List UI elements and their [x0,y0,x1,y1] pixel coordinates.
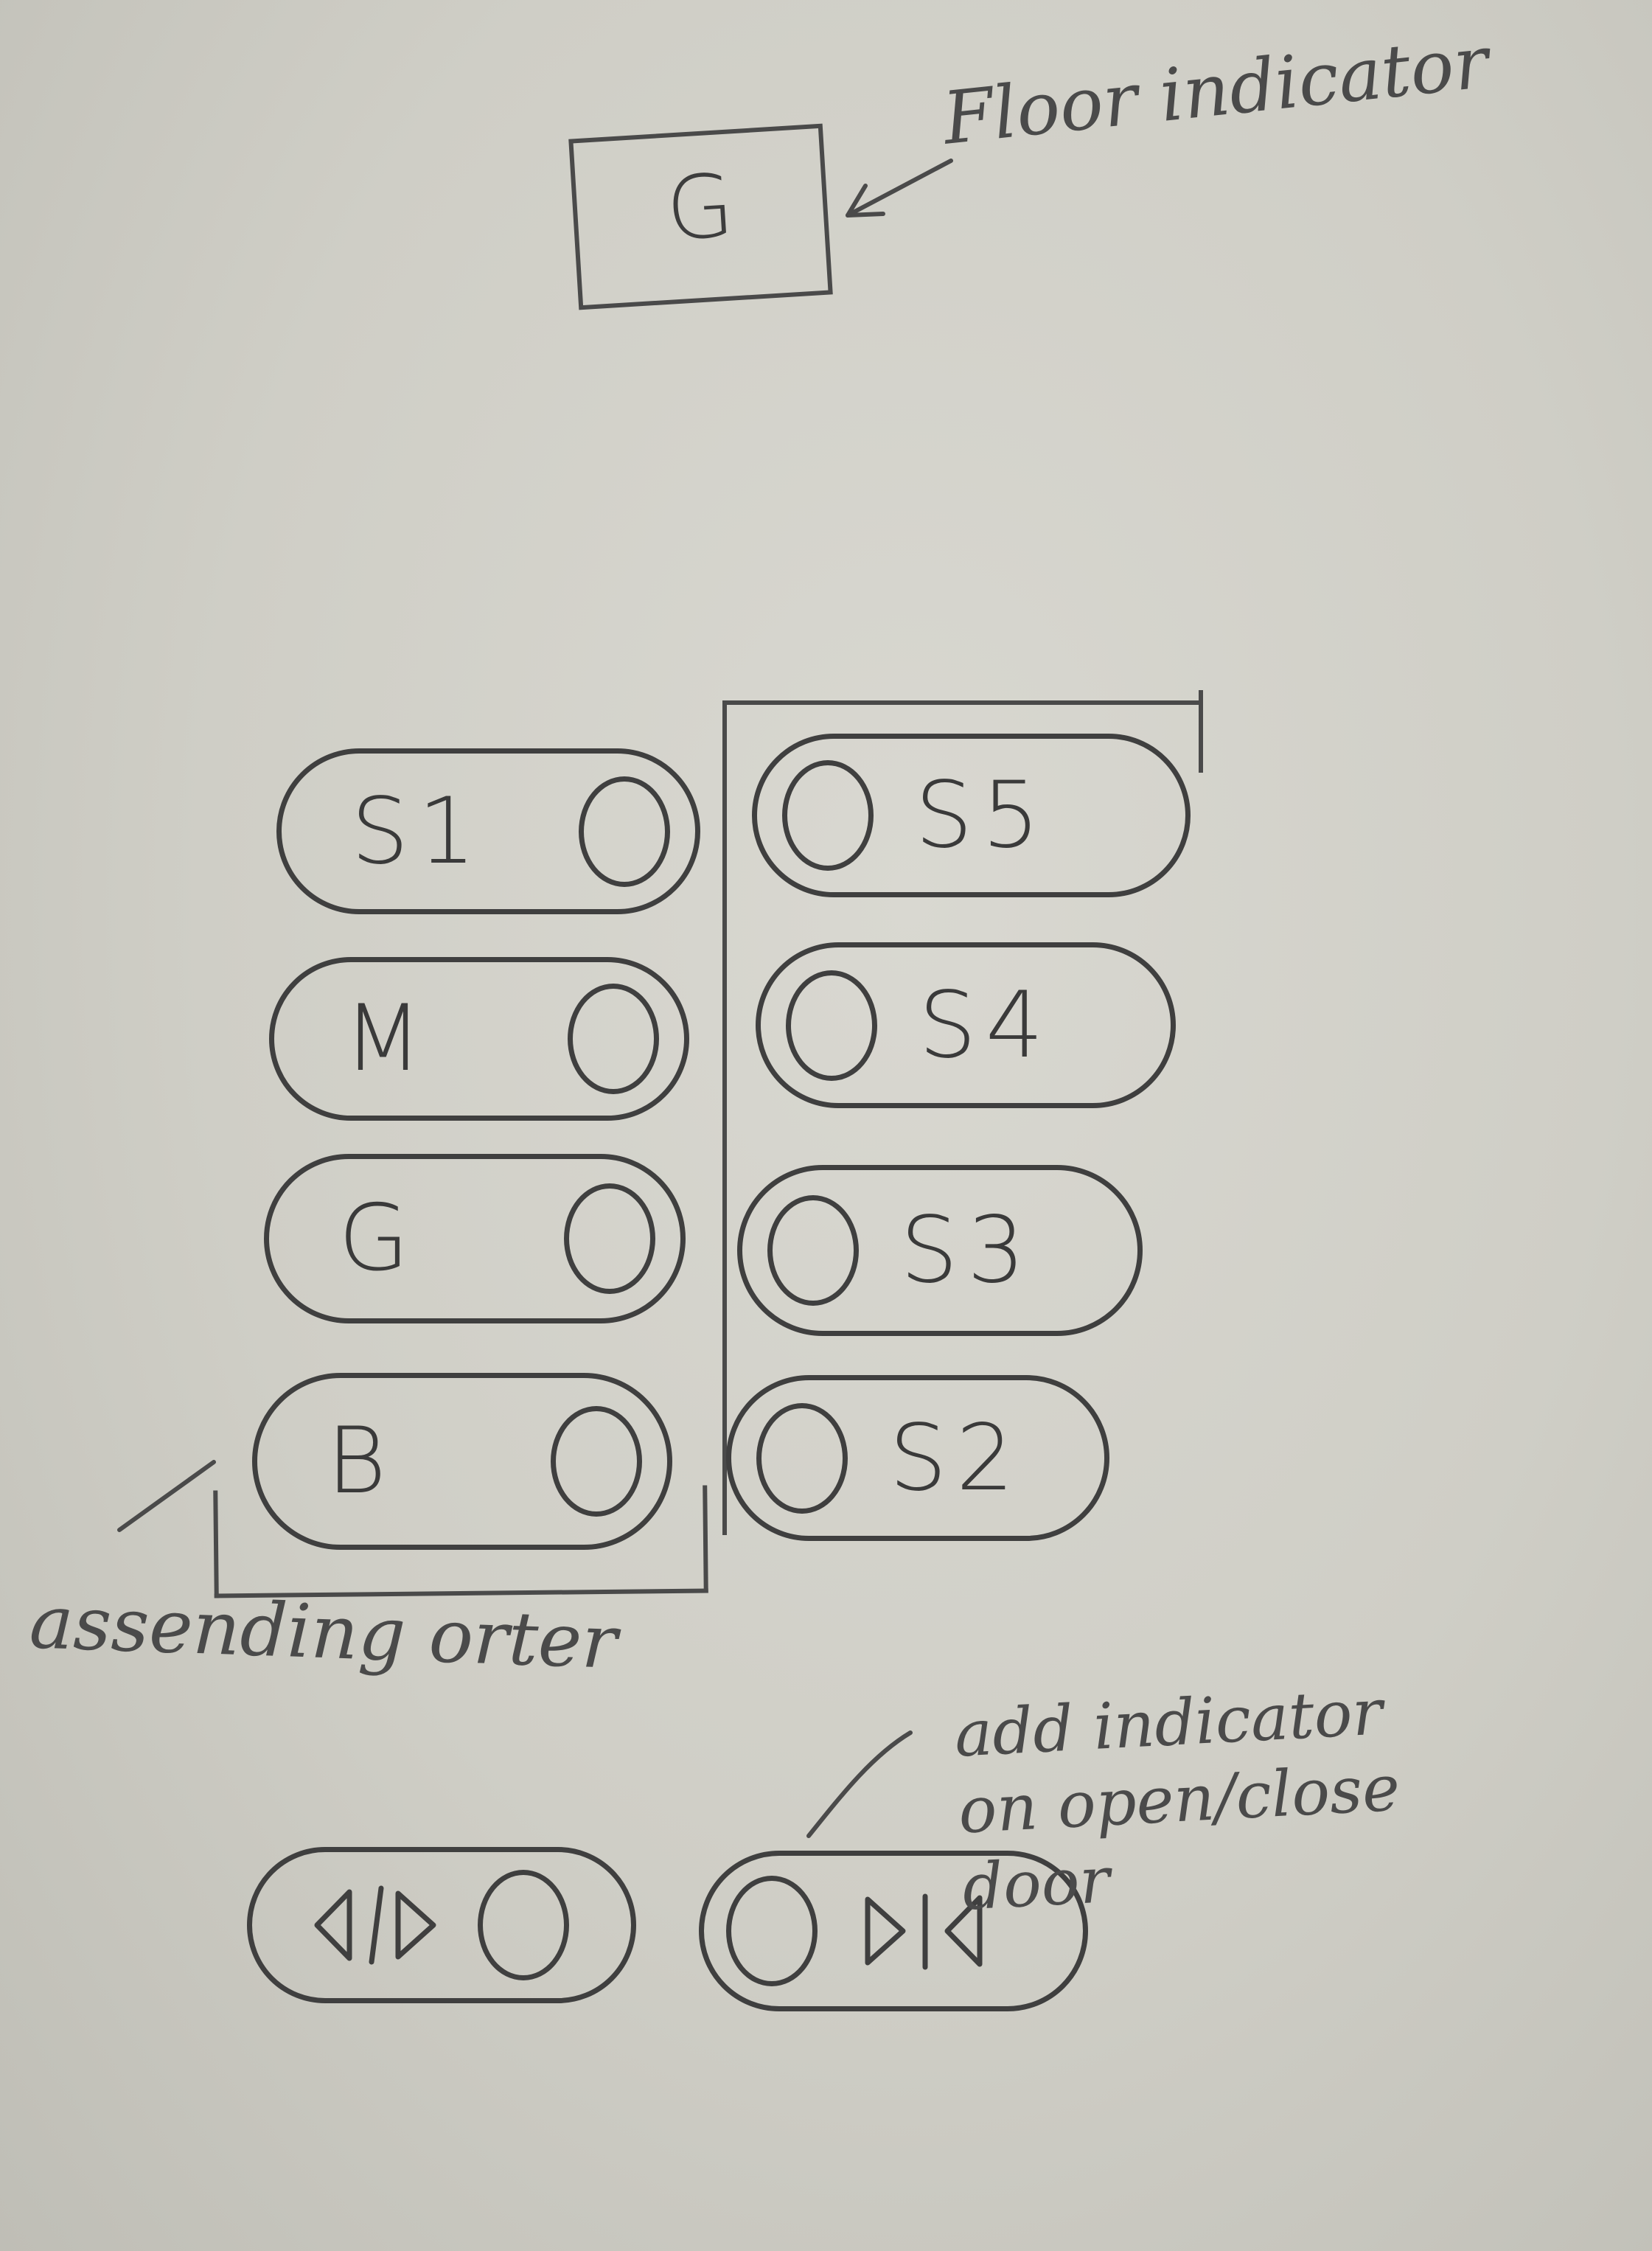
floor-button-label: M [344,986,431,1092]
floor-button-lamp-icon [756,1402,848,1514]
floor-indicator-annotation: Floor indicator [939,20,1493,161]
floor-indicator-display: G [568,123,833,310]
door-close-icon [865,1893,983,1970]
floor-button-s3[interactable]: S3 [737,1165,1143,1336]
floor-button-label: S2 [889,1405,1023,1511]
floor-button-s4[interactable]: S4 [756,942,1176,1108]
bracket-pointer-line [117,1460,216,1532]
floor-button-label: S4 [919,972,1053,1079]
floor-button-lamp-icon [551,1406,642,1517]
floor-button-label: S3 [900,1197,1034,1304]
floor-button-lamp-icon [564,1183,655,1294]
floor-button-b[interactable]: B [252,1373,672,1550]
door-annotation-pointer-line [806,1730,913,1838]
door-open-icon [314,1885,436,1965]
door-button-lamp-icon [478,1870,569,1980]
floor-button-s5[interactable]: S5 [752,734,1191,897]
floor-button-label: S1 [351,778,485,885]
close-door-button[interactable] [699,1851,1088,2011]
right-column-bracket-tick [1199,690,1203,773]
floor-button-lamp-icon [782,760,874,871]
floor-button-m[interactable]: M [269,957,689,1121]
open-door-button[interactable] [247,1847,636,2003]
floor-button-label: G [338,1186,419,1292]
floor-button-lamp-icon [767,1195,859,1306]
floor-button-s1[interactable]: S1 [276,748,700,914]
floor-button-label: S5 [915,762,1049,869]
floor-button-g[interactable]: G [264,1154,686,1323]
floor-button-label: B [327,1408,396,1514]
floor-button-s2[interactable]: S2 [726,1375,1109,1541]
right-column-bracket [722,700,1203,1535]
floor-indicator-value: G [663,154,737,260]
floor-button-lamp-icon [579,776,670,887]
door-indicator-annotation: add indicator on open/close door [952,1675,1402,1925]
door-button-lamp-icon [726,1876,818,1986]
floor-indicator-arrow-icon [846,159,953,218]
floor-button-lamp-icon [786,970,877,1081]
floor-button-lamp-icon [568,984,659,1094]
